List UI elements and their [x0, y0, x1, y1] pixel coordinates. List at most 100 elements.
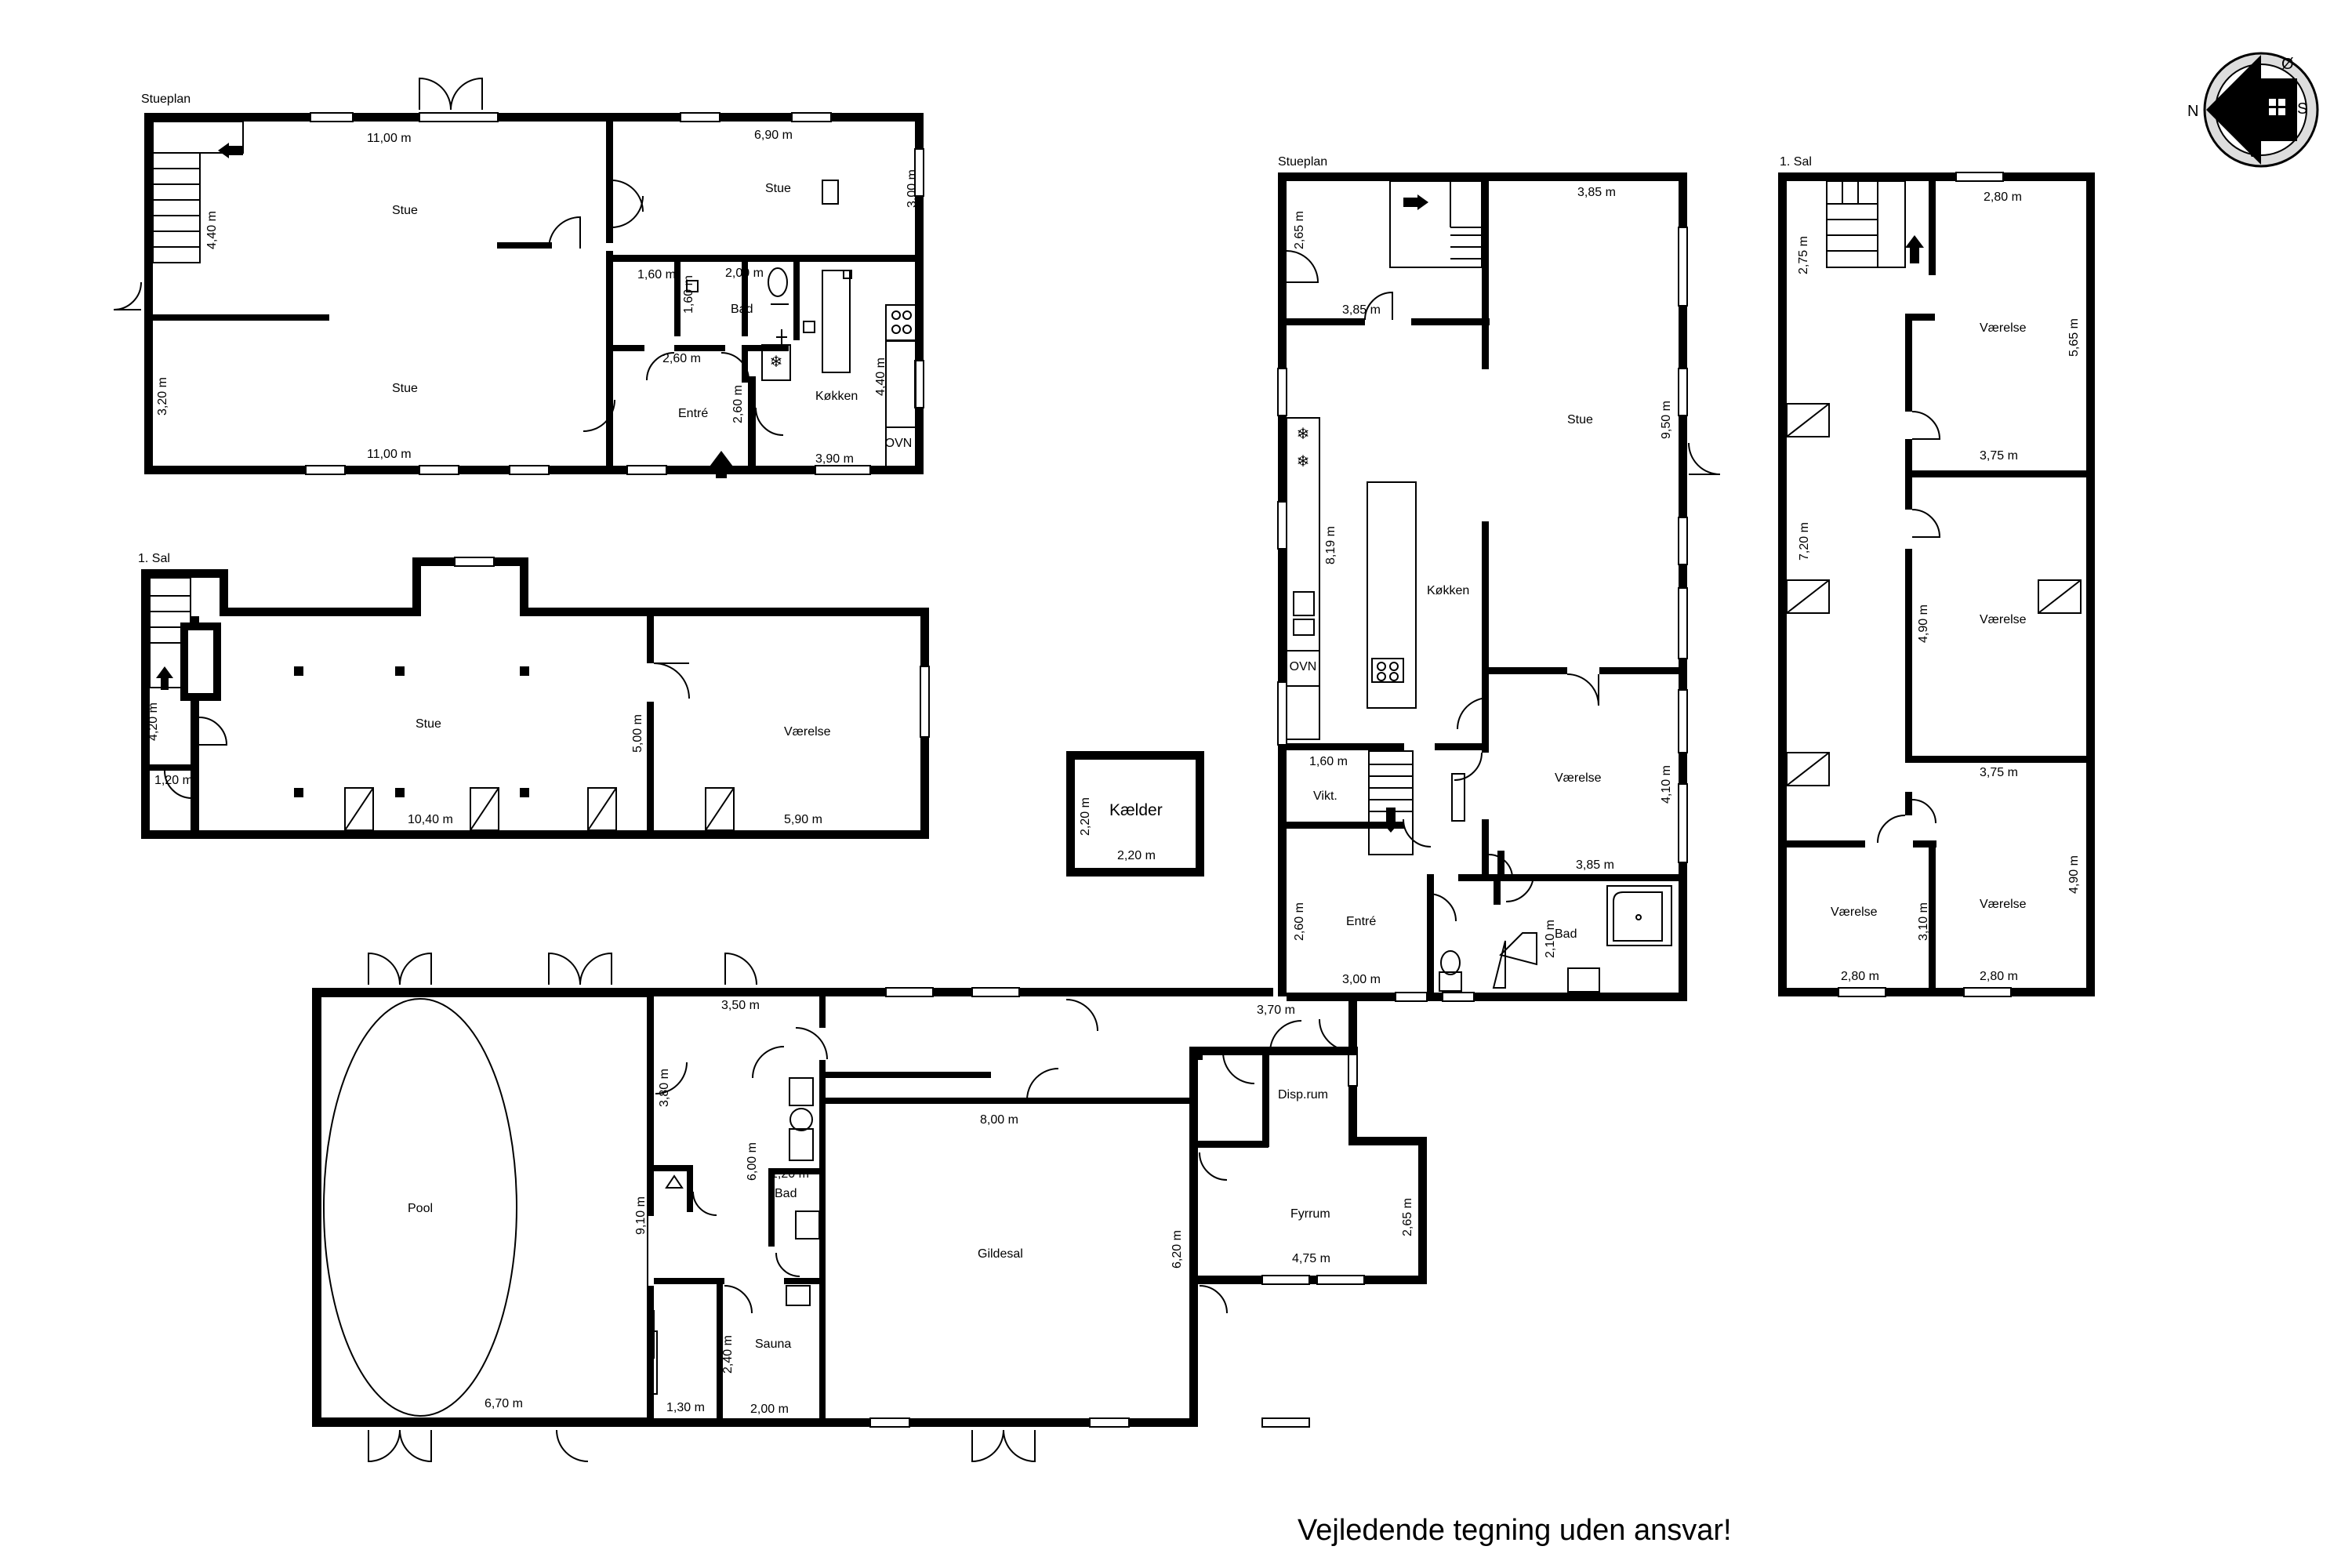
dimension-label: 5,65 m	[2067, 318, 2081, 357]
dimension-label: 5,00 m	[631, 714, 644, 753]
room-label-bad: Bad	[1555, 927, 1577, 941]
plan-title: Stueplan	[1278, 155, 1327, 169]
dimension-label: 2,80 m	[1841, 970, 1879, 983]
dimension-label: 11,00 m	[367, 448, 412, 461]
dimension-label: 6,20 m	[1171, 1230, 1184, 1269]
room-label-stue: Stue	[416, 717, 441, 731]
plan-title: 1. Sal	[138, 552, 170, 565]
room-label-vaerelse: Værelse	[1980, 898, 2027, 911]
compass-rose: N Ø S V	[2187, 52, 2319, 168]
room-label-vaerelse: Værelse	[784, 725, 831, 739]
dimension-label: 3,70 m	[1257, 1004, 1295, 1017]
dimension-label: 2,00 m	[750, 1403, 789, 1416]
dimension-label: 1,60 m	[1309, 755, 1348, 768]
dimension-label: 3,20 m	[156, 377, 169, 416]
dimension-label: 3,50 m	[721, 999, 760, 1012]
compass-west-label: V	[2247, 143, 2258, 161]
dimension-label: 3,10 m	[1917, 902, 1930, 941]
room-label-gildesal: Gildesal	[978, 1247, 1023, 1261]
room-label-vikt: Vikt.	[1313, 789, 1338, 803]
plan-title: 1. Sal	[1780, 155, 1812, 169]
dimension-label: 2,80 m	[1984, 191, 2022, 204]
dimension-label: 4,90 m	[1917, 604, 1930, 643]
room-label-stue: Stue	[1567, 413, 1593, 426]
dimension-label: 3,00 m	[906, 169, 919, 208]
dimension-label: 2,40 m	[721, 1335, 735, 1374]
dimension-label: 2,60 m	[662, 352, 701, 365]
svg-text:❄: ❄	[1297, 453, 1310, 470]
dimension-label: 3,75 m	[1980, 766, 2018, 779]
dimension-label: 4,75 m	[1292, 1252, 1330, 1265]
compass-east-label: Ø	[2281, 56, 2294, 73]
dimension-label: 4,20 m	[147, 702, 160, 741]
dimension-label: 6,90 m	[754, 129, 793, 142]
room-label-stue: Stue	[392, 204, 418, 217]
ground-floor-plan-left: Stueplan	[113, 77, 924, 478]
ground-floor-plan-right: Stueplan	[1277, 155, 1721, 1002]
dimension-label: 8,00 m	[980, 1113, 1018, 1127]
dimension-label: 3,80 m	[658, 1069, 671, 1107]
dimension-label: 2,60 m	[1293, 902, 1306, 941]
dimension-label: 1,20 m	[154, 774, 193, 787]
room-label-bad: Bad	[731, 303, 753, 316]
room-label-vaerelse: Værelse	[1555, 771, 1602, 785]
oven-label: OVN	[885, 437, 913, 450]
dimension-label: 4,10 m	[1660, 765, 1673, 804]
dimension-label: 1,30 m	[666, 1401, 705, 1414]
compass-north-label: N	[2187, 103, 2198, 120]
dimension-label: 9,10 m	[634, 1196, 648, 1235]
dimension-label: 4,40 m	[874, 358, 887, 396]
dimension-label: 1,20 m	[771, 1167, 809, 1181]
dimension-label: 3,00 m	[1342, 973, 1381, 986]
room-label-vaerelse: Værelse	[1980, 613, 2027, 626]
room-label-stue: Stue	[765, 182, 791, 195]
house-icon	[2206, 55, 2297, 165]
room-label-entre: Entré	[678, 407, 708, 420]
outbuilding-plan: Pool Bad Sauna Gildesal Disp.rum Fyrrum …	[312, 952, 1427, 1463]
dimension-label: 10,40 m	[408, 813, 453, 826]
room-label-stue: Stue	[392, 382, 418, 395]
compass-south-label: S	[2297, 100, 2307, 118]
room-label-kaelder: Kælder	[1109, 801, 1163, 819]
oven-label: OVN	[1290, 660, 1317, 673]
room-label-kokken: Køkken	[815, 390, 858, 403]
dimension-label: 2,80 m	[1980, 970, 2018, 983]
dimension-label: 7,20 m	[1798, 522, 1811, 561]
plan-title: Stueplan	[141, 93, 191, 106]
dimension-label: 4,90 m	[2067, 855, 2081, 894]
dimension-label: 2,75 m	[1797, 236, 1810, 274]
room-label-kokken: Køkken	[1427, 584, 1469, 597]
disclaimer-text: Vejledende tegning uden ansvar!	[1298, 1514, 1732, 1547]
svg-text:❄: ❄	[1297, 426, 1310, 443]
dimension-label: 2,65 m	[1401, 1198, 1414, 1236]
dimension-label: 6,70 m	[485, 1397, 523, 1410]
dimension-label: 4,40 m	[205, 211, 219, 249]
room-label-fyrrum: Fyrrum	[1290, 1207, 1330, 1221]
dimension-label: 3,85 m	[1576, 858, 1614, 872]
dimension-label: 3,75 m	[1980, 449, 2018, 463]
dimension-label: 3,85 m	[1577, 186, 1616, 199]
dimension-label: 2,20 m	[1117, 849, 1156, 862]
basement-plan: Kælder 2,20 m 2,20 m	[1066, 751, 1204, 877]
room-label-entre: Entré	[1346, 915, 1376, 928]
room-label-vaerelse: Værelse	[1831, 906, 1878, 919]
room-label-vaerelse: Værelse	[1980, 321, 2027, 335]
dimension-label: 6,00 m	[746, 1142, 759, 1181]
room-label-disp: Disp.rum	[1278, 1088, 1328, 1102]
dimension-label: 2,00 m	[725, 267, 764, 280]
dimension-label: 8,19 m	[1324, 526, 1338, 564]
dimension-label: 9,50 m	[1660, 401, 1673, 439]
dimension-label: 3,90 m	[815, 452, 854, 466]
room-label-sauna: Sauna	[755, 1338, 791, 1351]
room-label-bad: Bad	[775, 1187, 797, 1200]
dimension-label: 2,65 m	[1293, 211, 1306, 249]
dimension-label: 1,60 m	[637, 268, 676, 281]
dimension-label: 2,60 m	[731, 385, 745, 423]
room-label-pool: Pool	[408, 1202, 433, 1215]
dimension-label: 3,85 m	[1342, 303, 1381, 317]
dimension-label: 11,00 m	[367, 132, 412, 145]
dimension-label: 5,90 m	[784, 813, 822, 826]
dimension-label: 2,20 m	[1079, 797, 1092, 836]
svg-text:❄: ❄	[770, 354, 783, 371]
